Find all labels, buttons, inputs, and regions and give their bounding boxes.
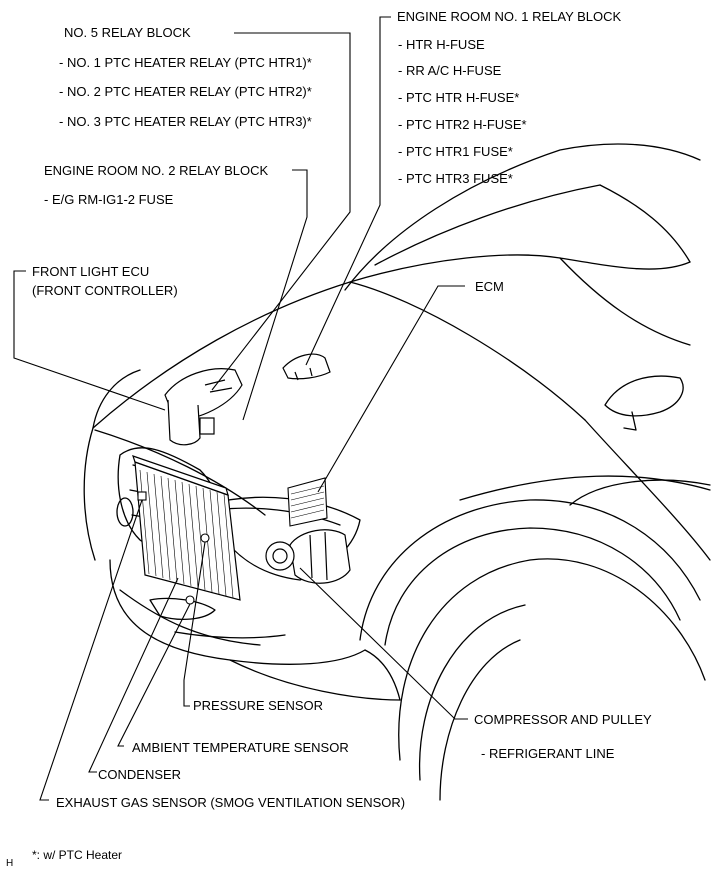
leader-relay1 [305,16,391,366]
ambient-sensor-label: AMBIENT TEMPERATURE SENSOR [132,740,349,755]
leader-ambient-sensor [117,603,191,747]
relay1-title: ENGINE ROOM NO. 1 RELAY BLOCK [397,9,622,24]
ecm-part [287,477,328,527]
leader-ecm [317,285,465,493]
relay1-item: - PTC HTR3 FUSE* [398,171,513,186]
condenser-label: CONDENSER [98,767,182,782]
car-hood-outline [92,254,691,429]
relay1-item: - PTC HTR2 H-FUSE* [398,117,527,132]
relay5-title: NO. 5 RELAY BLOCK [64,25,191,40]
relay-block-5 [164,368,243,446]
leader-pressure-sensor [183,541,206,707]
ecm-label: ECM [475,279,504,294]
front-light-ecu-label: FRONT LIGHT ECU [32,264,150,279]
side-mirror [604,375,684,417]
corner-mark: H [6,858,14,869]
relay-block-1 [282,353,331,381]
car-windshield-outline [344,143,701,291]
relay2-item: - E/G RM-IG1-2 FUSE [44,192,174,207]
relay1-item: - RR A/C H-FUSE [398,63,502,78]
relay5-item: - NO. 1 PTC HEATER RELAY (PTC HTR1)* [59,55,312,70]
relay1-item: - HTR H-FUSE [398,37,485,52]
relay5-item: - NO. 2 PTC HEATER RELAY (PTC HTR2)* [59,84,312,99]
front-light-ecu-sublabel: (FRONT CONTROLLER) [32,283,178,298]
footnote: *: w/ PTC Heater [32,848,123,862]
leader-compressor [299,567,468,720]
ambient-sensor-part [185,595,195,605]
leader-front-light-ecu [13,270,166,411]
relay5-item: - NO. 3 PTC HEATER RELAY (PTC HTR3)* [59,114,312,129]
wheel-arch [359,499,701,641]
compressor-label: COMPRESSOR AND PULLEY [474,712,652,727]
front-tire [398,558,706,761]
relay1-item: - PTC HTR H-FUSE* [398,90,520,105]
leader-relay2 [242,169,308,421]
refrigerant-label: - REFRIGERANT LINE [481,746,615,761]
pressure-sensor-part [200,533,210,543]
pressure-sensor-label: PRESSURE SENSOR [193,698,324,713]
exhaust-sensor-label: EXHAUST GAS SENSOR (SMOG VENTILATION SEN… [56,795,406,810]
compressor-part [265,529,351,584]
leader-exhaust-sensor [39,499,143,801]
leader-condenser [88,577,179,773]
exhaust-sensor-part [137,491,147,501]
relay2-title: ENGINE ROOM NO. 2 RELAY BLOCK [44,163,269,178]
condenser-part [132,455,241,601]
relay1-item: - PTC HTR1 FUSE* [398,144,513,159]
